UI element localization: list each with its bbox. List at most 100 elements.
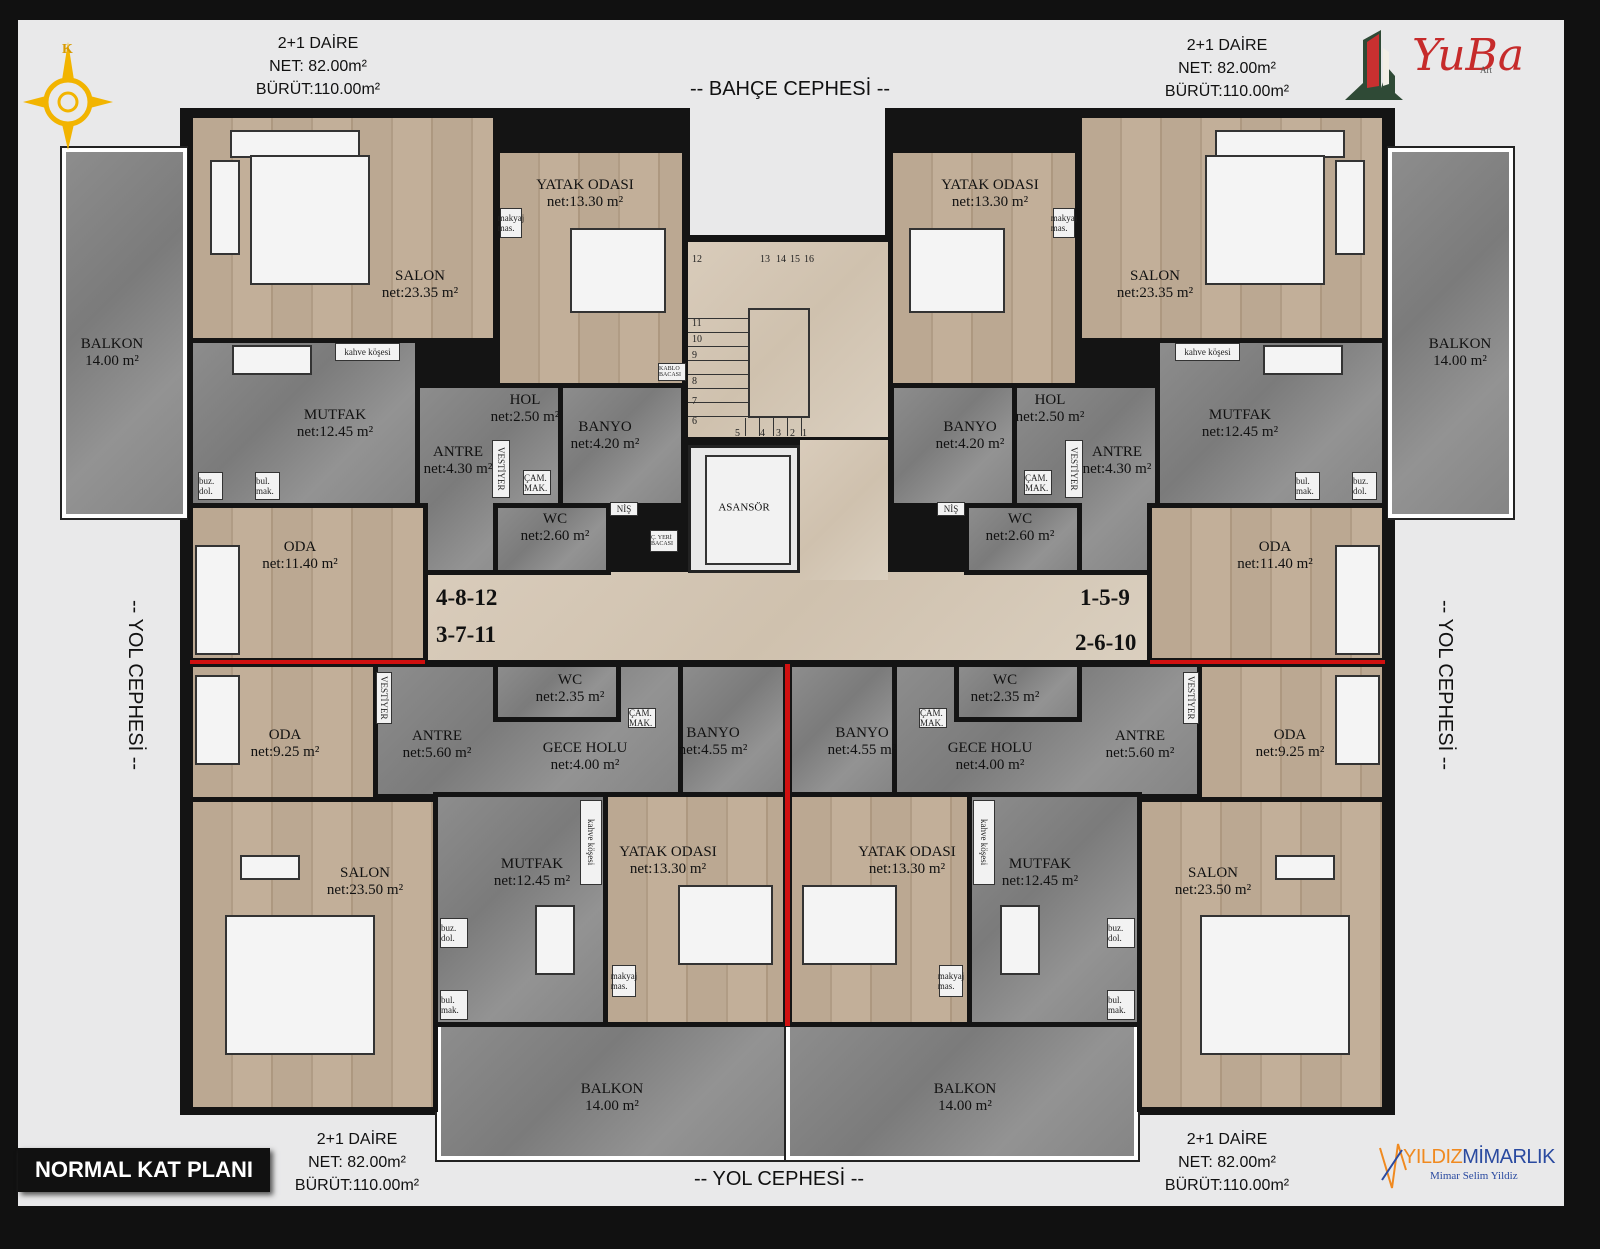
room-area: net:4.55 m² (827, 742, 897, 758)
room-area: net:5.60 m² (1105, 745, 1175, 761)
room-name: ANTRE (1114, 728, 1165, 744)
unit-net: NET: 82.00m² (308, 1154, 406, 1171)
fixture-label: VESTİYER (1069, 447, 1079, 491)
fixture-label: kahve köşesi (586, 819, 596, 866)
room-area: net:11.40 m² (262, 556, 338, 572)
room-name: YATAK ODASI (941, 177, 1039, 193)
sofa-bed (1335, 675, 1380, 765)
stair-tread (745, 418, 746, 436)
room-name: WC (992, 672, 1018, 688)
unit-summary-bottom-right: 2+1 DAİRE NET: 82.00m² BÜRÜT:110.00m² (1165, 1128, 1289, 1197)
yuba-logo-sub: Art (1480, 65, 1492, 75)
room-name: BANYO (835, 725, 889, 741)
sofa-bed (195, 675, 240, 765)
room-tr-wc (964, 503, 1082, 575)
room-name: SALON (1129, 268, 1181, 284)
cable-shaft: KABLO BACASI (658, 363, 686, 381)
stair-tread (688, 360, 748, 361)
yildiz-logo-b: MİMARLIK (1462, 1146, 1555, 1168)
room-area: net:12.45 m² (493, 873, 571, 889)
fixture-label: NİŞ (616, 504, 632, 514)
room-name: GECE HOLU (542, 740, 628, 756)
room-name: ODA (1258, 539, 1292, 555)
fixture-label: makyaj mas. (937, 971, 965, 991)
room-name: BANYO (686, 725, 740, 741)
facade-bottom: -- YOL CEPHESİ -- (694, 1168, 865, 1190)
unit-type: 2+1 DAİRE (1186, 1131, 1268, 1148)
fixture-coffee: kahve köşesi (1175, 343, 1240, 361)
room-area: net:12.45 m² (296, 424, 374, 440)
yildiz-logo-a: YILDIZ (1403, 1146, 1463, 1168)
stair-tread (688, 346, 748, 347)
unit-number-label: 2-6-10 (1075, 630, 1137, 655)
stair-tread (688, 318, 748, 319)
fixture-coffee: kahve köşesi (580, 800, 602, 885)
stair-tread (688, 416, 748, 417)
room-name: BALKON (1428, 336, 1492, 352)
stair-tread (688, 374, 748, 375)
fixture-label: bul. mak. (1296, 476, 1314, 496)
fixture-label: buz. dol. (199, 476, 215, 496)
fixture-coffee: kahve köşesi (335, 343, 400, 361)
room-area: net:2.35 m² (535, 689, 605, 705)
unit-summary-top-left: 2+1 DAİRE NET: 82.00m² BÜRÜT:110.00m² (256, 32, 380, 101)
fixture-wardrobe: VESTİYER (376, 672, 392, 724)
unit-summary-top-right: 2+1 DAİRE NET: 82.00m² BÜRÜT:110.00m² (1165, 34, 1289, 103)
balcony-slab (435, 1020, 791, 1162)
dining-table (1263, 345, 1343, 375)
fixture-label: makyaj mas. (497, 213, 525, 233)
fixture-label: bul. mak. (256, 476, 274, 496)
room-area: net:23.35 m² (381, 285, 459, 301)
stair-step-number: 5 (735, 428, 740, 439)
room-area: net:4.00 m² (550, 757, 620, 773)
unit-net: NET: 82.00m² (1178, 60, 1276, 77)
unit-gross: BÜRÜT:110.00m² (1164, 83, 1290, 100)
fixture-vanity: makyaj mas. (937, 965, 965, 997)
fixture-washer: ÇAM. MAK. (919, 708, 947, 728)
room-name: HOL (1034, 392, 1066, 408)
room-area: net:23.35 m² (1116, 285, 1194, 301)
stair-tread (688, 388, 748, 389)
room-area: net:9.25 m² (250, 744, 320, 760)
sofa (210, 160, 240, 255)
unit-net: NET: 82.00m² (269, 58, 367, 75)
room-area: net:2.60 m² (520, 528, 590, 544)
stair-step-number: 7 (692, 396, 697, 407)
room-area: net:9.25 m² (1255, 744, 1325, 760)
room-name: GECE HOLU (947, 740, 1033, 756)
room-name: ANTRE (432, 444, 483, 460)
unit-number-label: 4-8-12 (436, 585, 498, 610)
room-name: MUTFAK (303, 407, 367, 423)
room-tr-banyo (889, 383, 1017, 508)
room-name: MUTFAK (500, 856, 564, 872)
fixture-dishwasher: bul. mak. (255, 472, 280, 500)
fixture-label: kahve köşesi (979, 819, 989, 866)
fixture-label: VESTİYER (496, 447, 506, 491)
unit-type: 2+1 DAİRE (316, 1131, 398, 1148)
room-name: BALKON (933, 1081, 997, 1097)
room-area: net:13.30 m² (546, 194, 624, 210)
rug (1200, 915, 1350, 1055)
room-area: net:13.30 m² (951, 194, 1029, 210)
fixture-wardrobe: VESTİYER (492, 440, 510, 498)
stair-step-number: 8 (692, 376, 697, 387)
unit-number-label: 3-7-11 (436, 622, 497, 647)
rug (1205, 155, 1325, 285)
room-name: BANYO (943, 419, 997, 435)
fixture-fridge: buz. dol. (1107, 918, 1135, 948)
stair-landing (748, 308, 810, 418)
room-area: net:23.50 m² (1174, 882, 1252, 898)
